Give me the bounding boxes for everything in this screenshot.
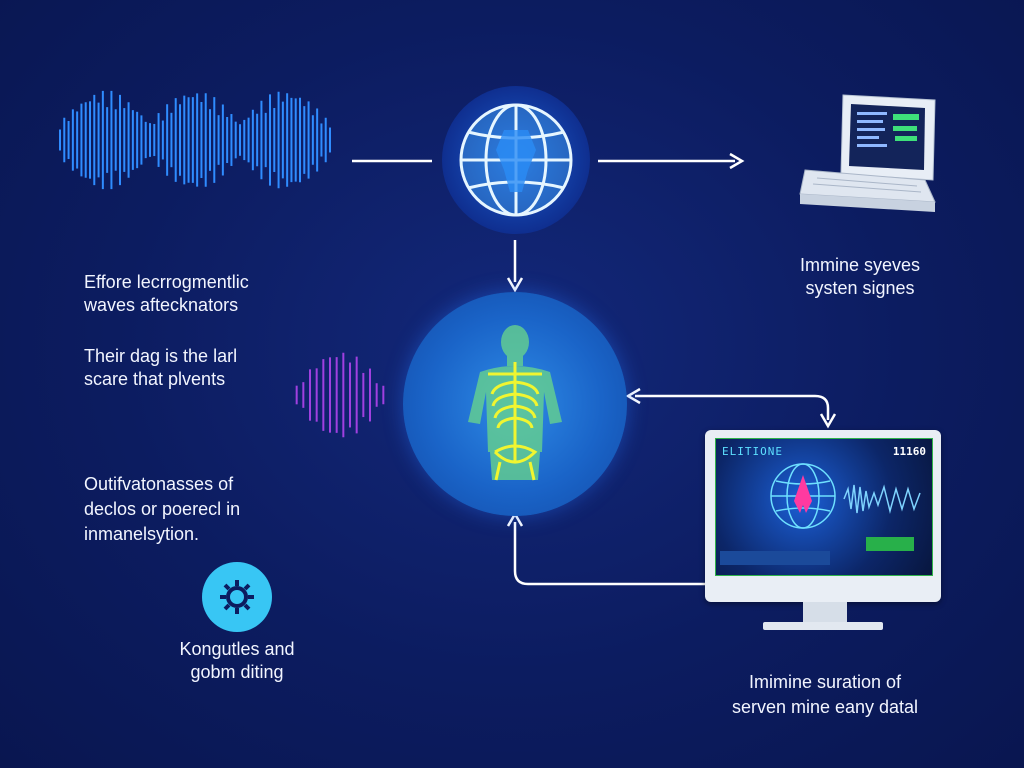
text-line: waves aftecknators <box>84 295 239 315</box>
laptop-icon <box>799 94 936 212</box>
gear-node <box>202 562 272 632</box>
gear-caption: Kongutles and gobm diting <box>137 638 337 684</box>
screen-counter: 11160 <box>892 445 926 458</box>
human-skeleton-icon <box>468 325 562 481</box>
monitor-icon: ELITIONE 11160 <box>705 430 941 630</box>
text-block-outifvaton: Outifvatonasses of declos or poerecl in … <box>84 472 240 547</box>
text-block-waves: Effore lecrrogmentlic waves aftecknators <box>84 271 249 317</box>
text-line: systen signes <box>805 278 915 298</box>
text-line: declos or poerecl in <box>84 499 241 519</box>
screen-toolbar <box>720 551 830 565</box>
globe-icon <box>459 103 573 217</box>
laptop-caption: Immine syeves systen signes <box>760 254 960 300</box>
text-line: inmanelsytion. <box>84 524 200 544</box>
gear-icon <box>220 580 254 614</box>
body-scan-node <box>403 292 627 516</box>
screen-waveform <box>843 484 921 514</box>
text-line: Immine syeves <box>799 255 921 275</box>
text-block-dag: Their dag is the larl scare that plvents <box>84 345 237 391</box>
text-line: Outifvatonasses of <box>84 474 234 494</box>
text-line: gobm diting <box>190 662 284 682</box>
sound-wave-icon <box>59 90 331 190</box>
text-line: Effore lecrrogmentlic <box>84 272 249 292</box>
purple-sound-wave-icon <box>295 352 385 438</box>
screen-green-button <box>866 537 914 551</box>
screen-globe-icon <box>770 463 836 529</box>
text-line: Imimine suration of <box>748 672 902 692</box>
monitor-caption: Imimine suration of serven mine eany dat… <box>700 670 950 720</box>
globe-node <box>442 86 590 234</box>
text-line: Their dag is the larl <box>84 346 238 366</box>
text-line: scare that plvents <box>84 369 226 389</box>
monitor-screen: ELITIONE 11160 <box>715 438 933 576</box>
text-line: serven mine eany datal <box>731 697 919 717</box>
text-line: Kongutles and <box>179 639 295 659</box>
screen-title: ELITIONE <box>722 445 783 458</box>
